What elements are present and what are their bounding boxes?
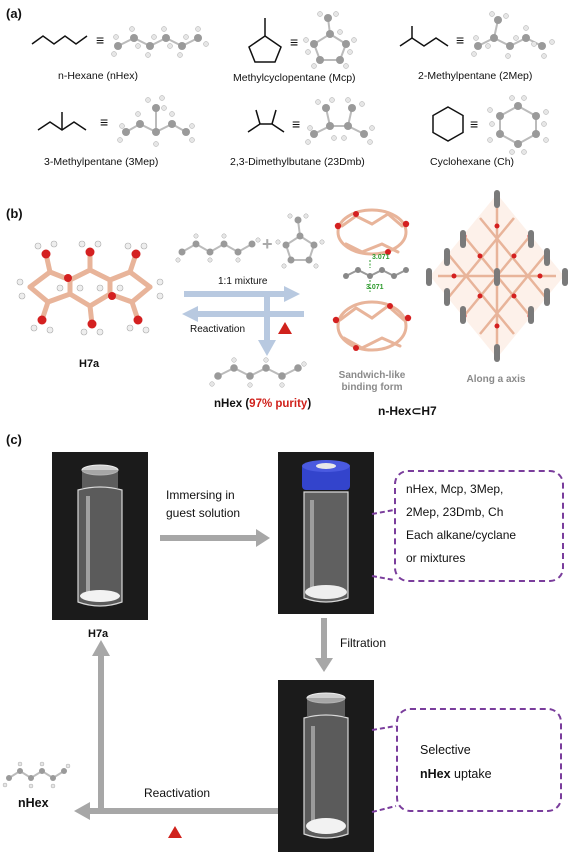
23dmb-ball-stick-model bbox=[305, 97, 375, 145]
heat-triangle-icon-c bbox=[168, 826, 182, 838]
selective-rest: uptake bbox=[450, 767, 492, 781]
ch-skeletal-structure bbox=[432, 106, 464, 142]
process-arrows-b bbox=[182, 286, 304, 356]
selective-uptake-box bbox=[396, 708, 562, 812]
mcp-skeletal-structure bbox=[248, 18, 282, 63]
equiv-sign: ≡ bbox=[100, 114, 109, 130]
molecule-name-2mep: 2-Methylpentane (2Mep) bbox=[418, 70, 533, 82]
mixture-label: 1:1 mixture bbox=[218, 276, 268, 287]
uptake-box-pointer bbox=[371, 725, 397, 813]
panel-b-label: (b) bbox=[6, 206, 23, 221]
mcp-guest-model bbox=[275, 213, 325, 269]
mcp-ball-stick-model bbox=[303, 11, 357, 69]
sandwich-binding-structure bbox=[332, 208, 412, 352]
3mep-skeletal-structure bbox=[37, 112, 87, 131]
selective-line2: nHex uptake bbox=[420, 762, 492, 786]
23dmb-skeletal-structure bbox=[247, 109, 285, 133]
crystal-packing-along-a-axis bbox=[426, 190, 568, 362]
guest-list-line-1: nHex, Mcp, 3Mep, bbox=[406, 482, 504, 496]
panel-c-label: (c) bbox=[6, 432, 22, 447]
plus-sign: + bbox=[262, 234, 273, 254]
reactivation-return-arrows bbox=[74, 640, 278, 820]
purity-open-paren: ( bbox=[245, 398, 250, 410]
reactivation-label-c: Reactivation bbox=[144, 786, 211, 800]
3mep-ball-stick-model bbox=[117, 95, 195, 147]
selective-line1: Selective bbox=[420, 743, 471, 757]
molecule-name-23dmb: 2,3-Dimethylbutane (23Dmb) bbox=[230, 156, 365, 168]
nhex-guest-model bbox=[175, 233, 261, 263]
selective-uptake-text: Selective nHex uptake bbox=[420, 738, 492, 786]
immersing-label: Immersing in guest solution bbox=[166, 486, 240, 522]
guest-list-line-3: Each alkane/cyclane bbox=[406, 528, 517, 542]
complex-label: n-Hex⊂H7 bbox=[378, 404, 437, 418]
molecule-name-mcp: Methylcyclopentane (Mcp) bbox=[233, 72, 356, 84]
distance-label-2: 3.071 bbox=[366, 284, 384, 291]
molecule-name-ch: Cyclohexane (Ch) bbox=[430, 156, 515, 168]
equiv-sign: ≡ bbox=[96, 32, 105, 48]
selective-bold-nhex: nHex bbox=[420, 767, 451, 781]
binding-caption-line1: Sandwich-like bbox=[338, 370, 406, 381]
h7a-label-b: H7a bbox=[79, 358, 100, 370]
nhex-released-label: nHex bbox=[18, 796, 49, 810]
heat-triangle-icon bbox=[278, 322, 292, 334]
immersing-line1: Immersing in bbox=[166, 488, 235, 502]
guest-list-line-2: 2Mep, 23Dmb, Ch bbox=[406, 505, 504, 519]
nhex-ball-stick-model bbox=[111, 26, 209, 58]
nhex-skeletal-structure bbox=[31, 35, 88, 45]
nhex-product-name: nHex bbox=[214, 398, 243, 410]
equiv-sign: ≡ bbox=[290, 34, 299, 50]
guest-box-pointer bbox=[371, 509, 395, 581]
filtration-label: Filtration bbox=[340, 636, 387, 650]
h7a-label-c: H7a bbox=[88, 628, 109, 640]
nhex-released-model bbox=[2, 761, 71, 789]
2mep-skeletal-structure bbox=[399, 26, 449, 47]
ch-ball-stick-model bbox=[487, 95, 549, 155]
immersing-arrow bbox=[160, 529, 270, 547]
2mep-ball-stick-model bbox=[471, 11, 555, 59]
nhex-purity-caption: nHex (97% purity) bbox=[214, 398, 311, 410]
vial-photo-immersed bbox=[278, 452, 374, 614]
purity-value: 97% purity bbox=[249, 398, 308, 410]
reactivation-label-b: Reactivation bbox=[190, 324, 246, 335]
binding-caption-line2: binding form bbox=[341, 382, 403, 393]
binding-form-caption: Sandwich-like binding form bbox=[320, 370, 424, 394]
purity-close-paren: ) bbox=[307, 398, 312, 410]
filtration-arrow bbox=[315, 618, 333, 672]
distance-label-1: 3.071 bbox=[372, 254, 390, 261]
along-a-axis-caption: Along a axis bbox=[466, 374, 526, 385]
panel-a-label: (a) bbox=[6, 6, 22, 21]
guest-list-box bbox=[394, 470, 564, 582]
equiv-sign: ≡ bbox=[470, 116, 479, 132]
h7a-host-structure bbox=[16, 240, 164, 336]
guest-list-text: nHex, Mcp, 3Mep, 2Mep, 23Dmb, Ch Each al… bbox=[406, 478, 516, 570]
molecule-name-nhex: n-Hexane (nHex) bbox=[58, 70, 138, 82]
immersing-line2: guest solution bbox=[166, 506, 241, 520]
vial-photo-host bbox=[52, 452, 148, 620]
guest-list-line-4: or mixtures bbox=[406, 551, 466, 565]
vial-photo-uptake bbox=[278, 680, 374, 852]
molecule-name-3mep: 3-Methylpentane (3Mep) bbox=[44, 156, 159, 168]
nhex-product-model bbox=[209, 357, 307, 388]
equiv-sign: ≡ bbox=[292, 116, 301, 132]
equiv-sign: ≡ bbox=[456, 32, 465, 48]
